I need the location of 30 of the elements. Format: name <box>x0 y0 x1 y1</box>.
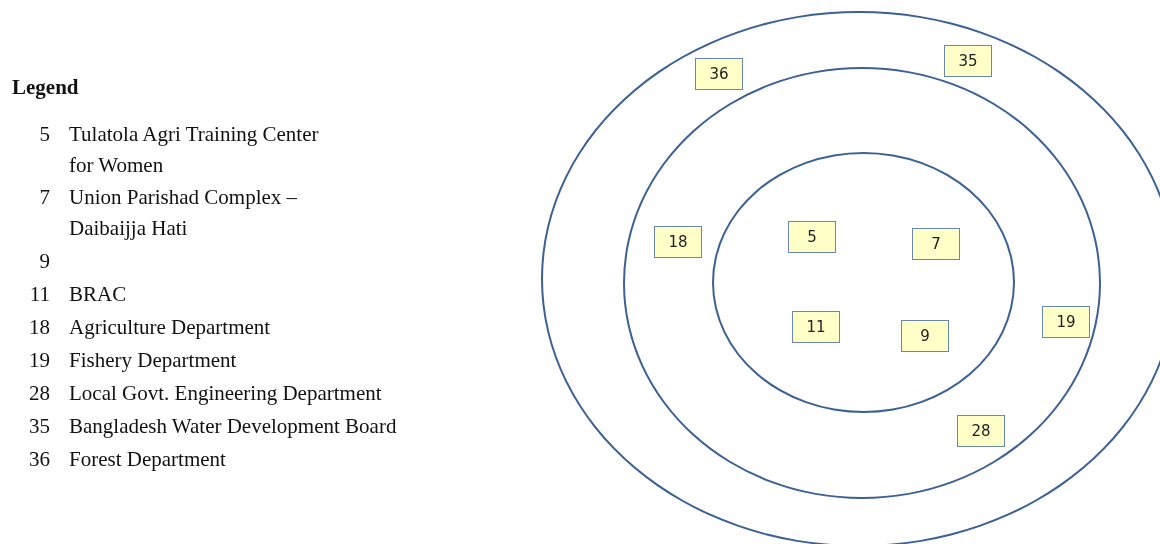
legend-number: 9 <box>38 248 50 275</box>
legend-text: Tulatola Agri Training Center for Women <box>69 121 320 179</box>
number-tag: 11 <box>792 311 840 343</box>
legend-text: Agriculture Department <box>69 314 271 341</box>
legend-number: 11 <box>28 281 50 308</box>
number-tag: 35 <box>944 45 992 77</box>
legend-number: 35 <box>28 413 50 440</box>
number-tag: 19 <box>1042 306 1090 338</box>
number-tag: 7 <box>912 228 960 260</box>
number-tag: 36 <box>695 58 743 90</box>
legend-text: Union Parishad Complex – Daibaijja Hati <box>69 184 299 242</box>
ring-ellipse <box>541 11 1160 544</box>
legend-text: Fishery Department <box>69 347 237 374</box>
number-tag: 5 <box>788 221 836 253</box>
legend-number: 36 <box>28 446 50 473</box>
number-tag: 9 <box>901 320 949 352</box>
legend-heading: Legend <box>12 74 79 101</box>
legend-text: BRAC <box>69 281 127 308</box>
ring-ellipse <box>623 67 1101 499</box>
legend-number: 5 <box>38 121 50 148</box>
legend-text: Local Govt. Engineering Department <box>69 380 382 407</box>
legend-number: 19 <box>28 347 50 374</box>
legend-text: Forest Department <box>69 446 226 473</box>
legend-number: 7 <box>38 184 50 211</box>
number-tag: 18 <box>654 226 702 258</box>
number-tag: 28 <box>957 415 1005 447</box>
legend-number: 28 <box>28 380 50 407</box>
legend-number: 18 <box>28 314 50 341</box>
legend-text: Bangladesh Water Development Board <box>69 413 397 440</box>
ring-ellipse <box>712 152 1015 413</box>
